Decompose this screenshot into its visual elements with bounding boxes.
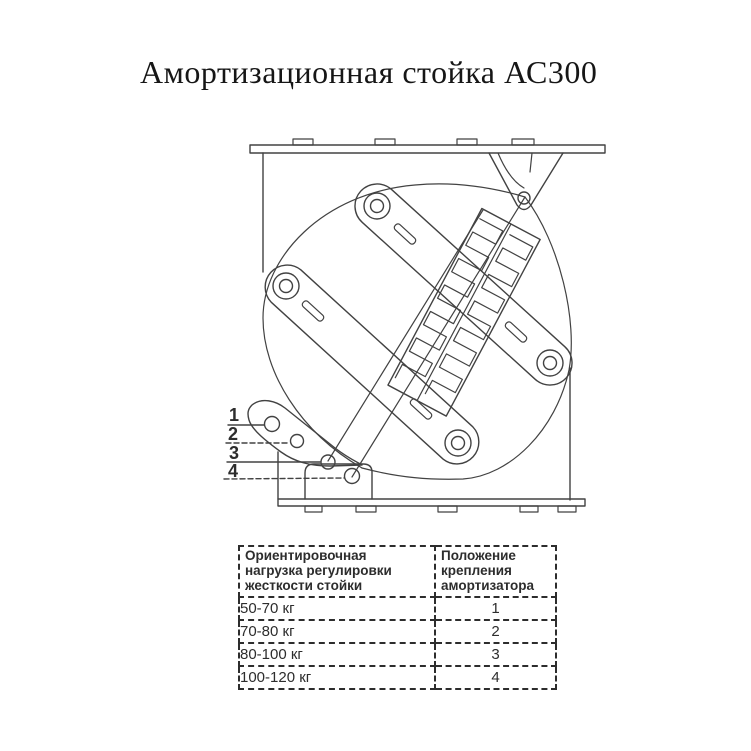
mount-hole-4: [343, 467, 361, 485]
position-cell: 1: [434, 595, 557, 621]
load-cell: 100-120 кг: [238, 664, 436, 690]
top-plate-tab: [456, 138, 478, 146]
position-cell: 2: [434, 618, 557, 644]
position-cell: 3: [434, 641, 557, 667]
table-row: 80-100 кг 3: [238, 641, 557, 667]
table-row: 70-80 кг 2: [238, 618, 557, 644]
position-label-1: 1: [229, 405, 239, 425]
shock-absorber-spring-left: [424, 234, 534, 395]
mount-bracket-lower: [304, 463, 373, 500]
bottom-plate-tab: [519, 505, 539, 513]
bottom-plate: [277, 498, 586, 507]
pivot-left: [272, 272, 300, 300]
shock-absorber-divider: [416, 223, 512, 402]
strut-diagram: 1 2 3 4: [223, 138, 606, 513]
mount-hole-2: [289, 433, 305, 449]
shock-absorber: [387, 207, 541, 417]
shock-absorber-spring-right: [394, 218, 504, 379]
upper-arm: [354, 183, 573, 386]
lower-arm-slot-top: [301, 300, 325, 322]
position-label-2: 2: [228, 424, 238, 444]
top-plate-tab: [292, 138, 314, 146]
top-bracket-inner-line: [529, 152, 533, 173]
position-label-3: 3: [229, 443, 239, 463]
travel-arc-right: [361, 196, 572, 480]
pivot-bottom-right: [536, 349, 564, 377]
tie-rod-to-hole-3: [327, 209, 484, 462]
top-plate-tab: [511, 138, 535, 146]
upper-arm-slot-top: [393, 223, 417, 245]
load-cell: 70-80 кг: [238, 618, 436, 644]
top-plate-tab: [374, 138, 396, 146]
load-cell: 80-100 кг: [238, 641, 436, 667]
position-label-4: 4: [228, 461, 238, 481]
top-bracket-hole: [517, 191, 531, 205]
mount-hole-3: [320, 454, 336, 470]
pivot-bottom-center: [444, 429, 472, 457]
table-header-position: Положение крепления амортизатора: [434, 545, 557, 598]
bottom-plate-tab: [437, 505, 458, 513]
top-plate: [249, 144, 606, 154]
position-cell: 4: [434, 664, 557, 690]
table-row: 100-120 кг 4: [238, 664, 557, 690]
lower-arm: [264, 264, 480, 465]
table-row: 50-70 кг 1: [238, 595, 557, 621]
top-bracket-inner-curve: [497, 152, 525, 189]
mount-hole-1: [263, 415, 281, 433]
lower-arm-slot-bottom: [409, 398, 433, 420]
upper-arm-slot-bottom: [504, 321, 528, 343]
bottom-plate-tab: [557, 505, 577, 513]
page-title: Амортизационная стойка АС300: [140, 54, 598, 90]
load-cell: 50-70 кг: [238, 595, 436, 621]
leader-line-4: [223, 477, 345, 480]
adjustment-table: Ориентировочная нагрузка регулировки жес…: [238, 545, 557, 690]
bottom-plate-tab: [304, 505, 323, 513]
bottom-plate-tab: [355, 505, 377, 513]
tie-rod-to-hole-4: [351, 196, 526, 478]
travel-arc-left: [262, 183, 526, 469]
table-header-row: Ориентировочная нагрузка регулировки жес…: [238, 545, 557, 598]
top-bracket: [488, 152, 564, 211]
pivot-top-center: [363, 192, 391, 220]
table-header-load: Ориентировочная нагрузка регулировки жес…: [238, 545, 436, 598]
